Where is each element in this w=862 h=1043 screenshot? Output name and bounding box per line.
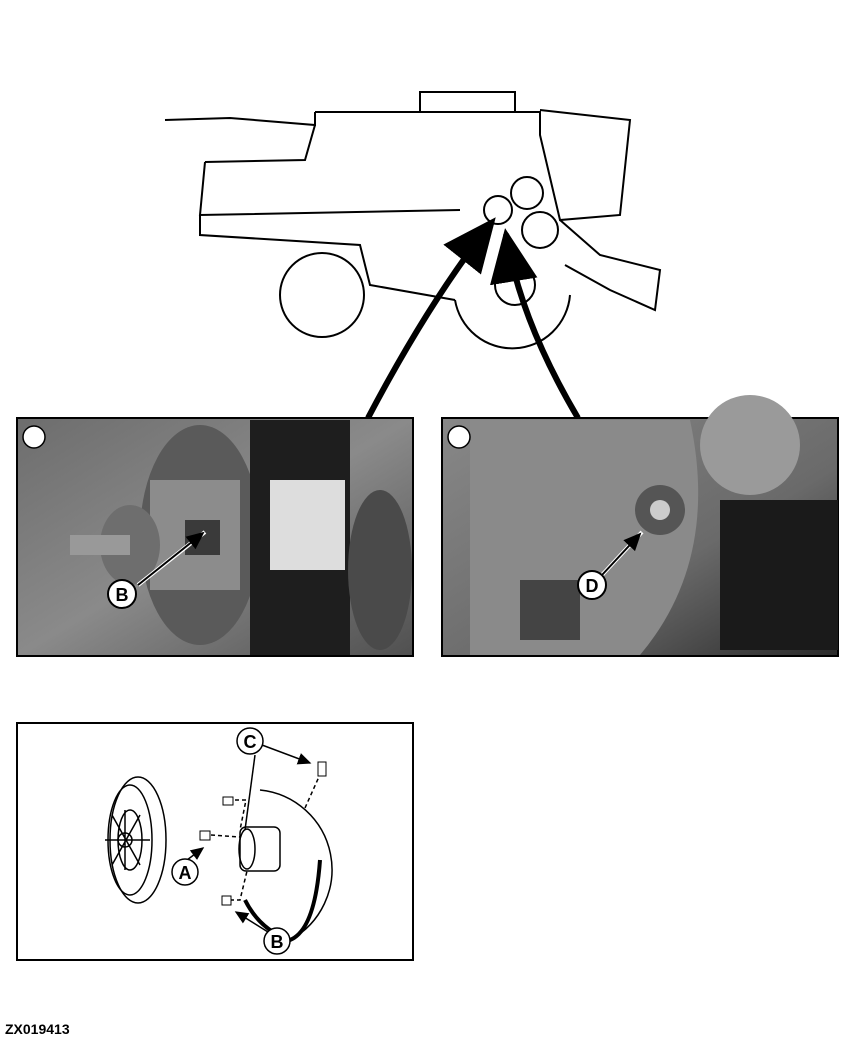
lubrication-gun-icon bbox=[447, 425, 471, 449]
pointer-arc-right bbox=[490, 228, 581, 420]
combine-outline bbox=[164, 91, 662, 350]
pointer-arc-left bbox=[365, 217, 496, 420]
callout-d-photo: D bbox=[586, 576, 599, 596]
figure-id: ZX019413 bbox=[5, 1021, 70, 1037]
callout-a: A bbox=[179, 863, 192, 883]
exploded-view: C A B bbox=[16, 722, 414, 961]
callout-b-exploded: B bbox=[271, 932, 284, 952]
photo-left: B bbox=[16, 417, 414, 657]
photo-right: D bbox=[441, 395, 839, 657]
callout-b-photo: B bbox=[116, 585, 129, 605]
callout-c: C bbox=[244, 732, 257, 752]
lubrication-gun-icon bbox=[22, 425, 46, 449]
